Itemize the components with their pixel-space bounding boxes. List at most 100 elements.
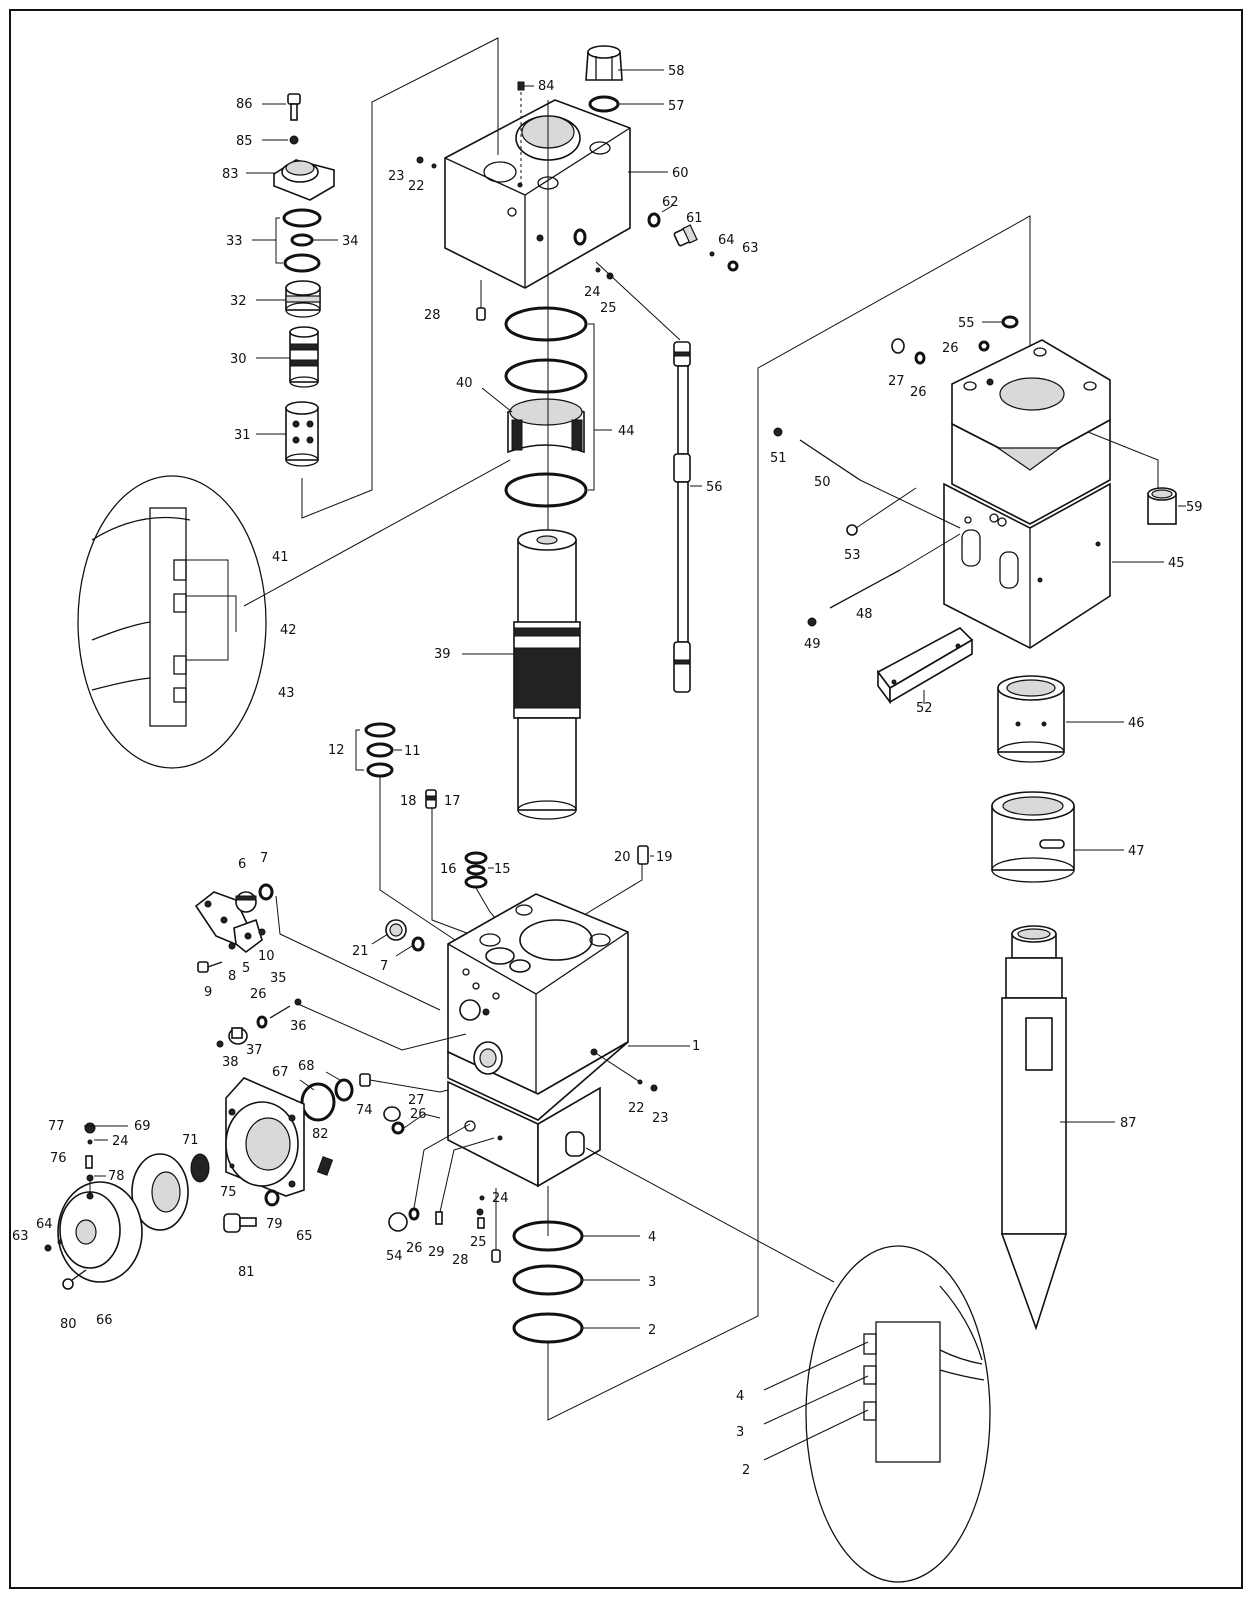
part-61-fitting — [673, 224, 698, 247]
part-label-l7b: 7 — [380, 959, 388, 974]
part-86-bolt — [287, 93, 301, 121]
part-label-l82: 82 — [312, 1127, 329, 1142]
part-label-l63a: 63 — [742, 241, 759, 256]
part-label-l85: 85 — [236, 134, 253, 149]
detail-view-bottom-seals — [805, 1245, 991, 1583]
part-label-l84: 84 — [538, 79, 555, 94]
part-1-cylinder-body — [447, 893, 629, 1188]
part-label-l42: 42 — [280, 623, 297, 638]
part-label-l87: 87 — [1120, 1116, 1137, 1131]
part-label-l80: 80 — [60, 1317, 77, 1332]
part-57-washer — [588, 95, 620, 113]
part-label-l33: 33 — [226, 234, 243, 249]
part-58-nut — [585, 45, 623, 81]
part-21-plug — [385, 919, 407, 941]
part-74-plug — [359, 1073, 371, 1087]
part-label-l79: 79 — [266, 1217, 283, 1232]
part-label-l56: 56 — [706, 480, 723, 495]
part-label-l38: 38 — [222, 1055, 239, 1070]
part-label-l26d: 26 — [410, 1107, 427, 1122]
part-label-l46: 46 — [1128, 716, 1145, 731]
part-39-piston — [513, 529, 581, 820]
part-6-valve-block — [194, 891, 257, 947]
part-label-l24b: 24 — [112, 1134, 129, 1149]
part-label-l64b: 64 — [36, 1217, 53, 1232]
part-label-l36: 36 — [290, 1019, 307, 1034]
part-label-l62: 62 — [662, 195, 679, 210]
part-label-l45: 45 — [1168, 556, 1185, 571]
part-label-l53: 53 — [844, 548, 861, 563]
part-label-l24a: 24 — [584, 285, 601, 300]
part-label-l29: 29 — [428, 1245, 445, 1260]
part-81-bolt — [223, 1213, 257, 1233]
part-label-l60: 60 — [672, 166, 689, 181]
part-label-l3b: 3 — [736, 1425, 744, 1440]
part-label-l28a: 28 — [424, 308, 441, 323]
part-32-bushing — [285, 280, 321, 318]
part-label-l86: 86 — [236, 97, 253, 112]
part-52-retainer-pin — [876, 627, 974, 705]
part-label-l43: 43 — [278, 686, 295, 701]
part-83-valve-cover — [273, 159, 335, 201]
part-29-screw — [435, 1211, 443, 1225]
upper-cylinder-block — [444, 99, 631, 289]
part-65-accumulator-cover — [225, 1077, 305, 1197]
part-label-l65: 65 — [296, 1229, 313, 1244]
label-leaders — [84, 69, 1186, 1177]
part-71-gear — [190, 1153, 210, 1183]
part-label-l26a: 26 — [942, 341, 959, 356]
part-label-l17: 17 — [444, 794, 461, 809]
part-label-l63b: 63 — [12, 1229, 29, 1244]
part-label-l49: 49 — [804, 637, 821, 652]
part-label-l3a: 3 — [648, 1275, 656, 1290]
part-label-l15: 15 — [494, 862, 511, 877]
part-label-l26c: 26 — [250, 987, 267, 1002]
part-label-l2a: 2 — [648, 1323, 656, 1338]
part-label-l81: 81 — [238, 1265, 255, 1280]
part-47-inner-bushing — [991, 791, 1075, 883]
part-label-l64a: 64 — [718, 233, 735, 248]
part-label-l71: 71 — [182, 1133, 199, 1148]
part-label-l58: 58 — [668, 64, 685, 79]
part-label-l77: 77 — [48, 1119, 65, 1134]
part-label-l32: 32 — [230, 294, 247, 309]
part-label-l2b: 2 — [742, 1463, 750, 1478]
part-19-screw — [637, 845, 649, 865]
part-label-l23b: 23 — [652, 1111, 669, 1126]
part-label-l51: 51 — [770, 451, 787, 466]
part-label-l4a: 4 — [648, 1230, 656, 1245]
part-label-l47: 47 — [1128, 844, 1145, 859]
part-label-l16: 16 — [440, 862, 457, 877]
part-82-screw — [316, 1156, 334, 1176]
part-30-spool — [289, 326, 319, 388]
part-5-valve-plate — [233, 918, 263, 954]
part-87-chisel — [1000, 925, 1068, 1331]
part-label-l22b: 22 — [628, 1101, 645, 1116]
part-label-l67: 67 — [272, 1065, 289, 1080]
part-label-l37: 37 — [246, 1043, 263, 1058]
part-40-seal-retainer — [507, 398, 585, 454]
part-label-l69: 69 — [134, 1119, 151, 1134]
part-label-l11: 11 — [404, 744, 421, 759]
part-label-l22a: 22 — [408, 179, 425, 194]
part-label-l75: 75 — [220, 1185, 237, 1200]
drawing-frame — [9, 9, 1243, 1589]
part-label-l57: 57 — [668, 99, 685, 114]
part-label-l25b: 25 — [470, 1235, 487, 1250]
part-label-l4b: 4 — [736, 1389, 744, 1404]
part-label-l76: 76 — [50, 1151, 67, 1166]
part-label-l19: 19 — [656, 850, 673, 865]
part-label-l35: 35 — [270, 971, 287, 986]
part-31-valve-sleeve — [285, 401, 319, 467]
part-label-l48: 48 — [856, 607, 873, 622]
part-label-l30: 30 — [230, 352, 247, 367]
part-label-l78: 78 — [108, 1169, 125, 1184]
part-label-l59: 59 — [1186, 500, 1203, 515]
part-label-l20: 20 — [614, 850, 631, 865]
part-label-l52: 52 — [916, 701, 933, 716]
part-label-l31: 31 — [234, 428, 251, 443]
detail-view-seal-grooves — [77, 475, 267, 769]
part-label-l26e: 26 — [406, 1241, 423, 1256]
